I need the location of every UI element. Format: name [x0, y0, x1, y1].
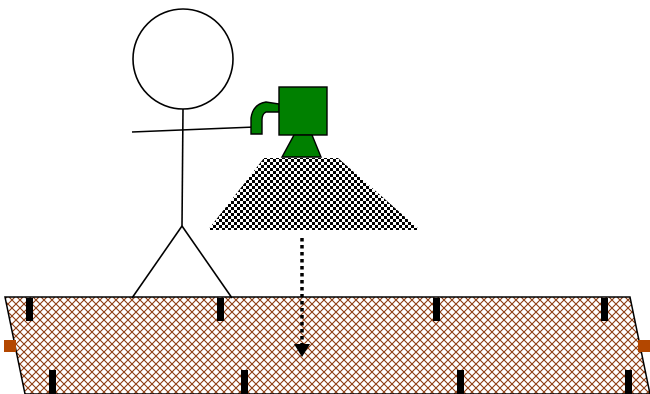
stake [26, 298, 33, 321]
sprayer-handle [250, 101, 280, 135]
stake [217, 298, 224, 321]
stick-figure-icon [131, 8, 256, 299]
figure-head [132, 8, 234, 110]
figure-left-leg [131, 225, 183, 299]
stakes-top-row [26, 298, 608, 321]
stake [601, 298, 608, 321]
sprayer-nozzle-icon [250, 86, 328, 158]
stakes-bottom-row [49, 370, 632, 394]
arrow-head [294, 344, 310, 357]
left-anchor-tab [4, 340, 16, 352]
figure-right-leg [181, 225, 233, 299]
figure-body [181, 108, 184, 227]
right-anchor-tab [638, 340, 650, 352]
sprayer-nozzle [280, 134, 323, 158]
stake [241, 370, 248, 394]
ground-mat [4, 296, 650, 394]
ground-mat-net [4, 296, 650, 394]
stake [433, 298, 440, 321]
dotted-down-arrow-icon [294, 238, 310, 357]
figure-arm [131, 126, 256, 133]
stake [625, 370, 632, 394]
stake [49, 370, 56, 394]
sprayer-tank [278, 86, 328, 136]
stake [457, 370, 464, 394]
spray-cone-icon [208, 158, 420, 230]
